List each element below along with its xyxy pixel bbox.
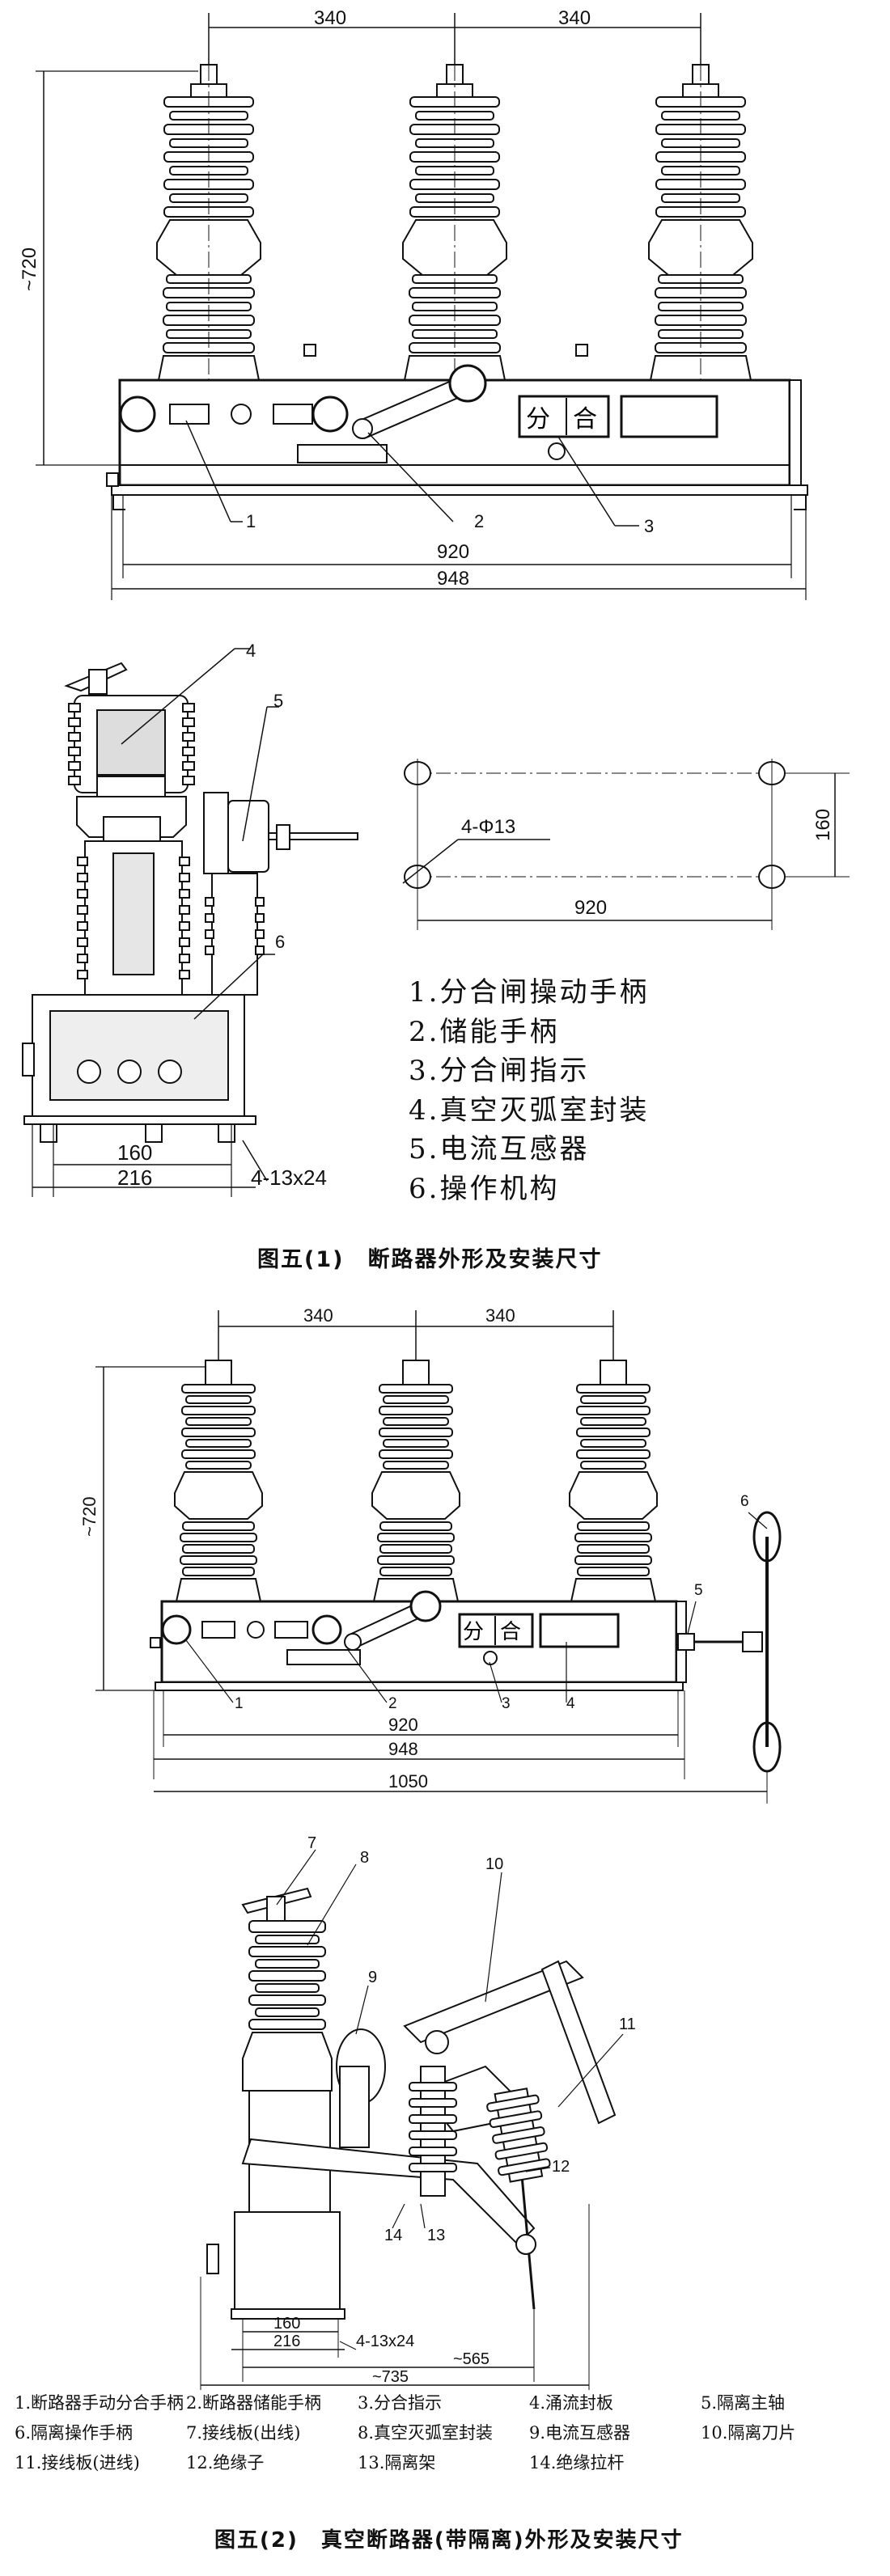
dim-holes-horizontal: 920 [574,897,607,919]
legend-item: 6.隔离操作手柄 [15,2423,134,2443]
dim-depth-735: ~735 [372,2368,409,2386]
leader-label: 13 [427,2227,445,2244]
dim-slots: 4-13x24 [356,2333,414,2350]
dim-depth-565: ~565 [453,2350,490,2368]
fig1-caption: 图五(1) 断路器外形及安装尺寸 [257,1247,603,1272]
legend-item: 4.真空灭弧室封装 [409,1093,650,1127]
leader-label: 7 [307,1834,316,1852]
leader-lines: 1 2 3 4 5 6 [185,1493,768,1712]
dim-pitch-2: 340 [558,7,591,29]
insulator-pole [371,1360,460,1602]
dim-height: ~720 [79,1496,100,1537]
mechanism-box: 分 合 [106,344,808,510]
legend-item: 4.涌流封板 [529,2393,614,2413]
legend-item: 14.绝缘拉杆 [529,2453,625,2472]
fig1-mounting-plan: 4-Φ13 920 160 [402,759,850,930]
pitch-dimension: 340 340 [218,1305,614,1367]
dim-holes: 4-Φ13 [461,816,515,838]
legend-item: 7.接线板(出线) [186,2423,301,2443]
leader-label: 2 [474,511,484,531]
insulator-pole [569,1360,658,1602]
legend-item: 13.隔离架 [358,2453,436,2472]
legend-item: 3.分合指示 [358,2393,443,2413]
legend-item: 11.接线板(进线) [15,2453,140,2472]
leader-label: 8 [360,1849,369,1867]
fig2-side-view: 7 8 9 10 11 12 13 14 160 216 4-13x24 ~56… [200,1834,636,2390]
legend-item: 2.断路器储能手柄 [186,2393,322,2413]
indicator-close-text: 合 [500,1620,521,1644]
indicator-close-text: 合 [573,405,597,434]
leader-label: 1 [246,511,256,531]
dim-width-160: 160 [273,2315,300,2333]
leader-label: 12 [552,2158,570,2176]
leader-label: 11 [619,2016,636,2033]
legend-item: 5.电流互感器 [409,1133,590,1165]
fig1-legend: 1.分合闸操动手柄 2.储能手柄 3.分合闸指示 4.真空灭弧室封装 5.电流互… [409,973,649,1208]
dim-pitch-1: 340 [314,7,346,29]
leader-lines: 1 2 3 [185,420,654,536]
legend-row: 11.接线板(进线) 12.绝缘子 13.隔离架 14.绝缘拉杆 [15,2450,884,2480]
dim-base-outer: 948 [437,568,469,590]
fig2-caption: 图五(2) 真空断路器(带隔离)外形及安装尺寸 [214,2528,684,2553]
dim-pitch-2: 340 [485,1305,515,1326]
fig1-side-view: 4 5 6 160 216 4-13x24 [22,641,358,1197]
side-leaders: 7 8 9 10 11 12 13 14 [276,1834,636,2244]
dim-pitch-1: 340 [303,1305,333,1326]
leader-label: 3 [644,516,654,536]
legend-item: 6.操作机构 [409,1172,560,1205]
insulator-pole [402,64,507,381]
indicator-open-text: 分 [463,1620,484,1644]
dim-base-outer: 948 [388,1739,418,1759]
leader-label: 4 [566,1695,575,1712]
dim-width-160: 160 [117,1140,152,1165]
legend-item: 9.电流互感器 [529,2423,631,2443]
mechanism-box [150,1511,782,1773]
fig1-front-view: 340 340 ~720 [19,7,808,600]
legend-row: 6.隔离操作手柄 7.接线板(出线) 8.真空灭弧室封装 9.电流互感器 10.… [15,2420,884,2450]
legend-item: 5.隔离主轴 [701,2393,786,2413]
insulator-pole [174,1360,263,1602]
legend-item: 2.储能手柄 [409,1015,560,1048]
fig2-front-view: 340 340 ~720 [79,1305,782,1804]
side-dimensions: 160 216 4-13x24 ~565 ~735 [200,2204,590,2390]
base-dimensions: 920 948 1050 [153,1690,768,1804]
leader-label: 14 [384,2227,402,2244]
dim-total: 1050 [388,1771,428,1791]
legend-item: 12.绝缘子 [186,2453,265,2472]
leader-label: 2 [388,1695,397,1712]
leader-label: 4 [246,641,256,661]
legend-row: 1.断路器手动分合手柄 2.断路器储能手柄 3.分合指示 4.涌流封板 5.隔离… [15,2390,884,2420]
insulator-pole [156,64,261,381]
legend-item: 1.分合闸操动手柄 [409,976,650,1009]
fig2-legend: 1.断路器手动分合手柄 2.断路器储能手柄 3.分合指示 4.涌流封板 5.隔离… [15,2390,884,2480]
leader-label: 5 [694,1582,703,1599]
dim-base-inner: 920 [388,1715,418,1735]
pitch-dimension: 340 340 [208,7,701,73]
dim-slots: 4-13x24 [251,1165,327,1190]
leader-label: 6 [740,1493,749,1510]
dim-height: ~720 [19,247,40,291]
height-dimension: ~720 [79,1366,210,1691]
legend-item: 8.真空灭弧室封装 [358,2423,494,2443]
leader-label: 5 [273,691,283,711]
leader-label: 9 [368,1969,377,1986]
side-dimensions: 160 216 4-13x24 [32,1124,327,1197]
insulator-pole [648,64,753,381]
leader-label: 10 [485,1855,503,1873]
side-leaders: 4 5 6 [121,641,285,1020]
dim-width-216: 216 [117,1165,152,1190]
legend-item: 3.分合闸指示 [409,1055,590,1087]
base-dimensions: 920 948 [111,495,807,600]
dim-holes-vertical: 160 [812,809,834,841]
dim-width-216: 216 [273,2333,300,2350]
leader-label: 6 [275,932,285,952]
leader-label: 1 [235,1695,244,1712]
height-dimension: ~720 [19,70,198,466]
leader-label: 3 [502,1695,511,1712]
legend-item: 10.隔离刀片 [701,2423,796,2443]
dim-base-inner: 920 [437,541,469,563]
indicator-open-text: 分 [526,405,550,434]
legend-item: 1.断路器手动分合手柄 [15,2393,184,2413]
